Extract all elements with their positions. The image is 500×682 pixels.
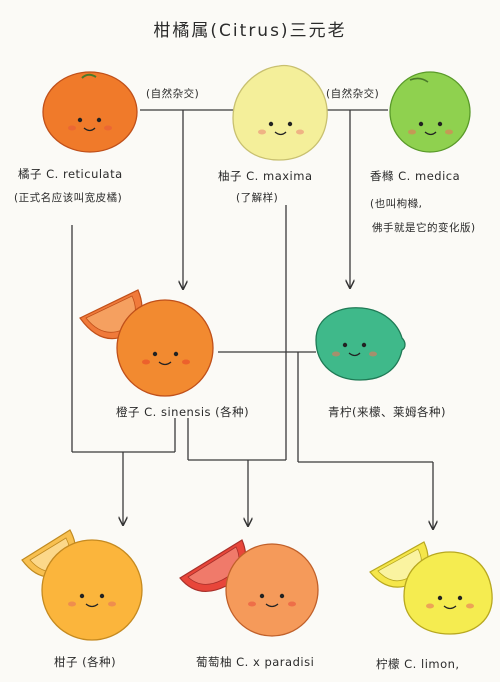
tangerine-fruit [21, 529, 143, 641]
mandarin-note: (正式名应该叫宽皮橘) [14, 192, 123, 204]
lime-fruit [315, 307, 406, 381]
citron-fruit [389, 71, 471, 153]
pomelo-body [232, 64, 328, 161]
pomelo-fruit [232, 64, 328, 161]
tangerine-name: 柑子 (各种) [54, 655, 117, 669]
mandarin-name: 橘子 C. reticulata [18, 167, 123, 181]
lemon-name: 柠檬 C. limon, [376, 657, 460, 671]
tangerine-body [41, 539, 143, 641]
diagram-title: 柑橘属(Citrus)三元老 [153, 21, 347, 41]
citron-name: 香橼 C. medica [370, 169, 461, 183]
lime-name: 青柠(来檬、莱姆各种) [328, 405, 446, 419]
edge-label-right: (自然杂交) [326, 88, 380, 100]
edge-label-left: (自然杂交) [146, 88, 200, 100]
citron-body [389, 71, 471, 153]
lemon-fruit [369, 541, 493, 635]
lemon-body [403, 551, 493, 635]
mandarin-body [42, 71, 138, 153]
sweet-orange-fruit [79, 289, 214, 397]
grapefruit-fruit [179, 539, 319, 637]
grapefruit-body [225, 543, 319, 637]
sweet-orange-name: 橙子 C. sinensis (各种) [116, 405, 250, 419]
lime-body [315, 307, 406, 381]
grapefruit-name: 葡萄柚 C. x paradisi [196, 655, 315, 669]
citron-note-line2: 佛手就是它的变化版) [372, 222, 476, 234]
citron-note-line1: (也叫枸橼, [370, 198, 423, 210]
pomelo-note: (了解样) [236, 192, 279, 204]
pomelo-name: 柚子 C. maxima [218, 169, 313, 183]
connector-lines [71, 109, 433, 528]
sweet-orange-body [116, 299, 214, 397]
mandarin-fruit [42, 71, 138, 153]
